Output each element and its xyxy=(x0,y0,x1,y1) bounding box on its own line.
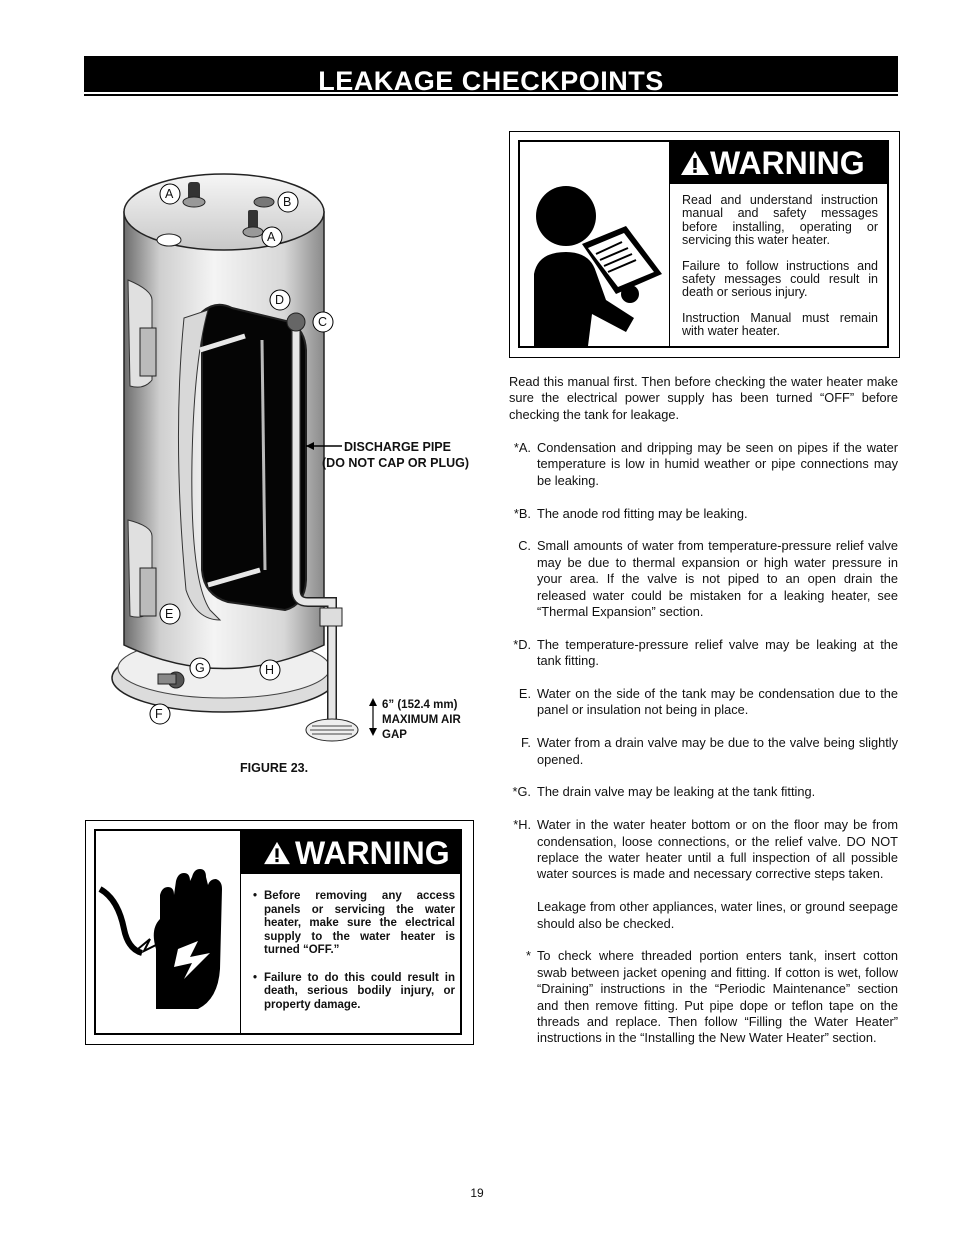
section-title-bar: LEAKAGE CHECKPOINTS xyxy=(84,56,898,96)
warning-box-electrical: WARNING •Before removing any access pane… xyxy=(85,820,474,1045)
tank-top xyxy=(123,173,325,251)
list-item: *B.The anode rod fitting may be leaking. xyxy=(513,505,748,521)
alert-triangle-icon xyxy=(681,151,709,175)
intro-paragraph: Read this manual first. Then before chec… xyxy=(509,374,898,422)
list-item: *H.Water in the water heater bottom or o… xyxy=(513,817,898,931)
warning-bullet: •Before removing any access panels or se… xyxy=(253,890,455,956)
water-heater-illustration xyxy=(111,173,377,742)
water-heater-figure: A B A D C E G H F DISCHARGE PIPE (DO NOT… xyxy=(100,140,490,752)
list-item: *G.The drain valve may be leaking at the… xyxy=(512,784,816,800)
warning-box-manual-frame: WARNING Read and understand instruction … xyxy=(518,140,889,348)
callout-f: F xyxy=(155,707,163,721)
warning-bullet: •Failure to do this could result in deat… xyxy=(253,971,455,1011)
warning-header: WARNING xyxy=(670,142,887,184)
list-item: E.Water on the side of the tank may be c… xyxy=(518,686,898,718)
warning-box-electrical-frame: WARNING •Before removing any access pane… xyxy=(94,829,462,1035)
list-item: *A.Condensation and dripping may be seen… xyxy=(513,440,898,488)
alert-triangle-icon xyxy=(264,841,290,865)
discharge-pipe-note: (DO NOT CAP OR PLUG) xyxy=(322,456,469,470)
list-item: *To check where threaded portion enters … xyxy=(526,948,898,1046)
callout-d: D xyxy=(275,293,285,307)
leakage-checkpoint-list: *A.Condensation and dripping may be seen… xyxy=(509,440,899,1063)
discharge-pipe-label: DISCHARGE PIPE xyxy=(344,440,451,454)
cutaway-tank xyxy=(201,303,307,612)
page-number: 19 xyxy=(470,1186,484,1200)
warning-header: WARNING xyxy=(241,831,460,874)
warning-electrical-bullets: •Before removing any access panels or se… xyxy=(253,890,455,1026)
callout-b: B xyxy=(283,195,292,209)
figure-caption: FIGURE 23. xyxy=(240,761,309,775)
warning-manual-text: Read and understand instruction manual a… xyxy=(682,193,878,339)
title-underline xyxy=(84,94,898,96)
callout-a-second: A xyxy=(267,230,276,244)
page-title: LEAKAGE CHECKPOINTS xyxy=(318,66,664,96)
list-item: F.Water from a drain valve may be due to… xyxy=(521,735,898,767)
callout-e: E xyxy=(165,607,174,621)
list-item: C.Small amounts of water from temperatur… xyxy=(518,538,898,620)
callout-h: H xyxy=(265,663,275,677)
list-item: *D.The temperature-pressure relief valve… xyxy=(513,636,898,669)
callout-g: G xyxy=(195,661,205,675)
air-gap-label: 6” (152.4 mm) MAXIMUM AIR GAP xyxy=(382,699,461,741)
callout-c: C xyxy=(318,315,328,329)
warning-box-manual: WARNING Read and understand instruction … xyxy=(509,131,900,358)
callout-a-top: A xyxy=(165,187,174,201)
person-reading-manual-icon xyxy=(534,186,662,346)
electric-shock-hand-icon xyxy=(98,869,222,1009)
